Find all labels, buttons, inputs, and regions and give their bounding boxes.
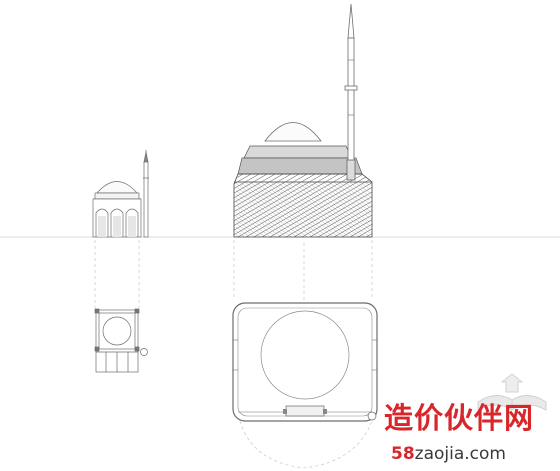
watermark-url: 58zaojia.com (391, 446, 506, 463)
large-upper-roof (243, 145, 353, 159)
projection-lines (94, 240, 373, 308)
large-mid-roof (237, 157, 363, 175)
small-plan-minaret (140, 348, 148, 356)
small-minaret-shaft (143, 161, 149, 238)
large-plan-entrance (285, 405, 325, 417)
small-arch-1 (95, 208, 109, 237)
small-arch-3 (125, 208, 139, 237)
large-dome (264, 122, 322, 142)
small-drum (94, 192, 140, 200)
large-minaret-base (346, 159, 356, 181)
small-mosque-plan (94, 308, 148, 373)
large-plan-minaret (367, 411, 377, 421)
large-minaret-balcony (344, 85, 358, 91)
site-boundary (239, 420, 373, 469)
watermark-url-domain: zaojia.com (414, 444, 506, 464)
small-arch-2 (110, 208, 124, 237)
large-minaret-tip (347, 3, 355, 39)
large-mosque-plan (232, 302, 378, 422)
large-minaret-shaft (347, 37, 355, 179)
small-dome (96, 181, 138, 194)
large-plan-outer (232, 302, 378, 422)
small-plan-dome-circle (102, 316, 132, 346)
large-plan-dome-circle (260, 310, 350, 400)
small-mosque-elevation (92, 150, 149, 238)
small-minaret-cone (143, 151, 149, 163)
watermark-chinese-text: 造价伙伴网 (384, 401, 535, 435)
open-book-icon (477, 373, 547, 411)
large-mosque-elevation (233, 3, 373, 238)
watermark-url-number: 58 (391, 444, 415, 464)
